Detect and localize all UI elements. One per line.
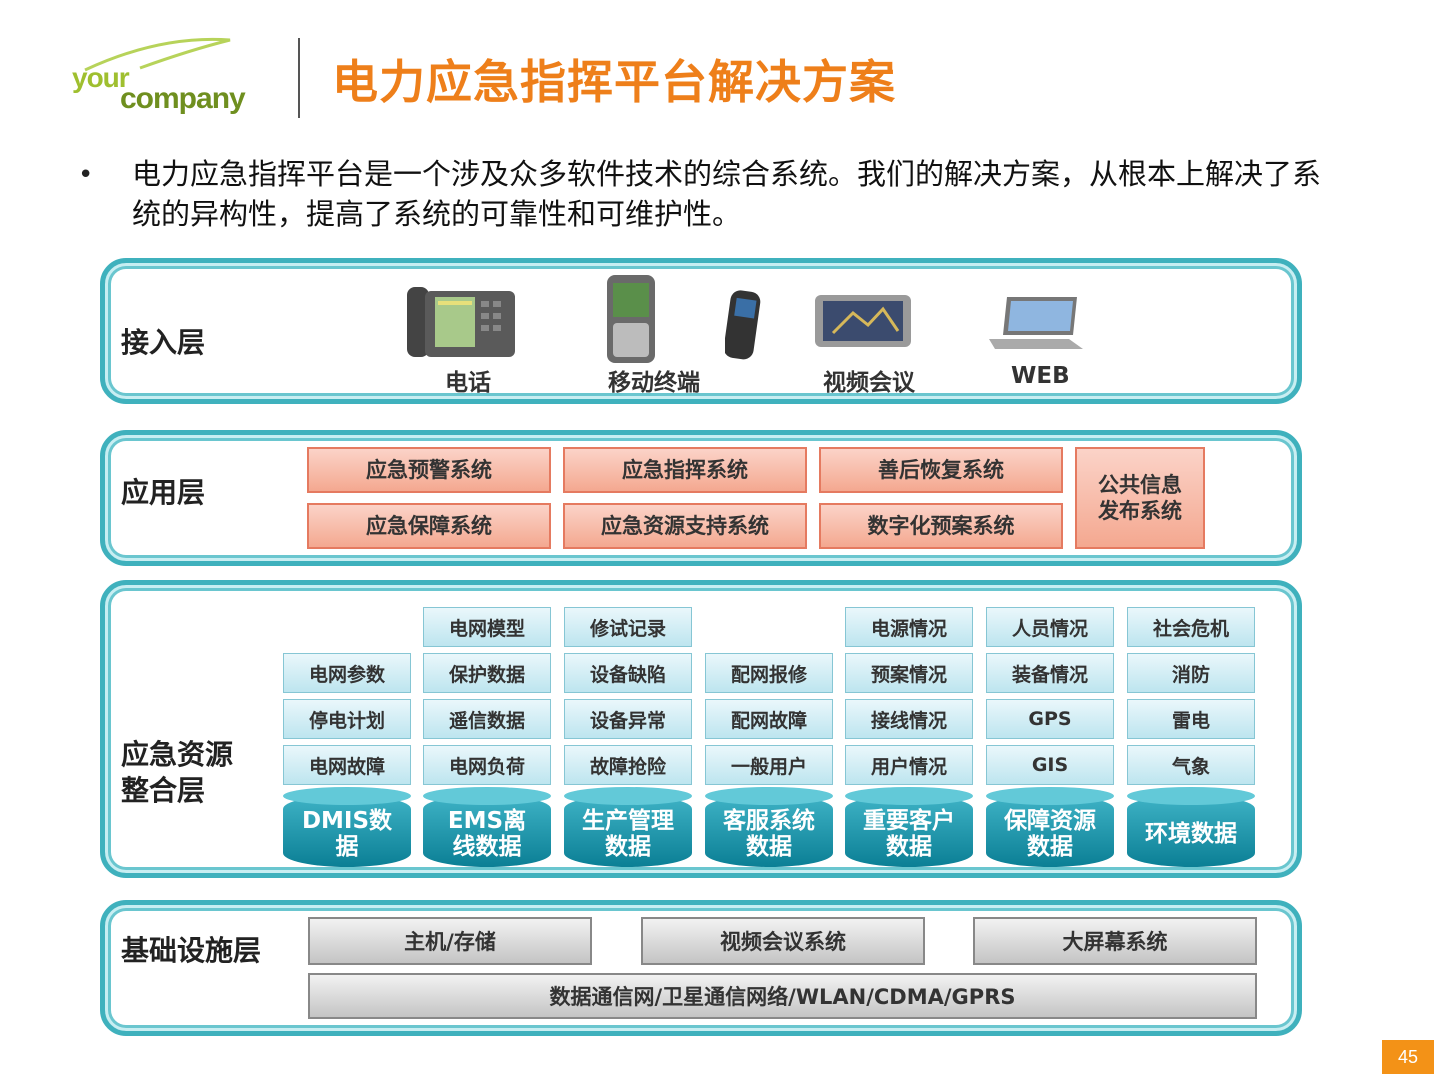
database-cylinder: 环境数据 (1127, 787, 1255, 867)
infrastructure-layer: 基础设施层 主机/存储 视频会议系统 大屏幕系统 数据通信网/卫星通信网络/WL… (100, 900, 1302, 1036)
resource-cell: 设备缺陷 (564, 653, 692, 693)
logo-company: company (120, 82, 246, 115)
resource-cell: 接线情况 (845, 699, 973, 739)
app-box-recovery: 善后恢复系统 (819, 447, 1063, 493)
database-cylinder-label: 重要客户数据 (863, 808, 955, 860)
resource-cell: 保护数据 (423, 653, 551, 693)
database-cylinder-label: 保障资源数据 (1004, 808, 1096, 860)
access-layer-label: 接入层 (121, 326, 206, 359)
database-cylinder: 生产管理数据 (564, 787, 692, 867)
app-box-resource: 应急资源支持系统 (563, 503, 807, 549)
flip-phone-icon (725, 290, 761, 360)
header-divider (298, 38, 300, 118)
infra-box-host-storage: 主机/存储 (308, 917, 592, 965)
resource-cell: 设备异常 (564, 699, 692, 739)
resource-cell: 电源情况 (845, 607, 973, 647)
application-layer-label: 应用层 (121, 476, 206, 509)
resource-cell: 遥信数据 (423, 699, 551, 739)
smartphone-icon (607, 275, 655, 363)
application-layer: 应用层 应急预警系统 应急指挥系统 善后恢复系统 应急保障系统 应急资源支持系统… (100, 430, 1302, 566)
resource-cell: 人员情况 (986, 607, 1114, 647)
resource-layer: 应急资源整合层 电网参数停电计划电网故障 DMIS数据 电网模型保护数据遥信数据电网… (100, 580, 1302, 878)
resource-cell: 预案情况 (845, 653, 973, 693)
page-number: 45 (1382, 1040, 1434, 1074)
infra-box-video-system: 视频会议系统 (641, 917, 925, 965)
app-box-support: 应急保障系统 (307, 503, 551, 549)
database-cylinder: 重要客户数据 (845, 787, 973, 867)
page-title: 电力应急指挥平台解决方案 (332, 55, 896, 109)
database-cylinder-label: EMS离线数据 (447, 808, 527, 860)
device-label-web: WEB (1011, 363, 1070, 389)
resource-cell: 配网故障 (705, 699, 833, 739)
video-conference-icon (815, 295, 911, 347)
resource-cell: 雷电 (1127, 699, 1255, 739)
device-label-video: 视频会议 (823, 370, 915, 396)
resource-cell: 电网模型 (423, 607, 551, 647)
app-box-command: 应急指挥系统 (563, 447, 807, 493)
bullet-marker: • (78, 160, 94, 190)
database-cylinder-label: DMIS数据 (301, 808, 393, 860)
resource-cell: 一般用户 (705, 745, 833, 785)
resource-layer-label: 应急资源整合层 (121, 737, 261, 809)
resource-cell: 故障抢险 (564, 745, 692, 785)
device-label-mobile: 移动终端 (608, 370, 700, 396)
database-cylinder: 客服系统数据 (705, 787, 833, 867)
intro-text: 电力应急指挥平台是一个涉及众多软件技术的综合系统。我们的解决方案，从根本上解决了… (132, 157, 1322, 231)
resource-cell: 用户情况 (845, 745, 973, 785)
resource-cell: 电网故障 (283, 745, 411, 785)
laptop-icon (989, 297, 1083, 349)
database-cylinder-label: 生产管理数据 (582, 808, 674, 860)
database-cylinder-label: 客服系统数据 (723, 808, 815, 860)
access-layer: 接入层 电话 移动终端 视频会议 WEB (100, 258, 1302, 404)
device-label-phone: 电话 (445, 370, 491, 396)
app-box-publish: 公共信息发布系统 (1075, 447, 1205, 549)
resource-cell: 停电计划 (283, 699, 411, 739)
resource-cell: 电网参数 (283, 653, 411, 693)
desk-phone-icon (407, 287, 515, 357)
app-box-plan: 数字化预案系统 (819, 503, 1063, 549)
database-cylinder: EMS离线数据 (423, 787, 551, 867)
resource-cell: GPS (986, 699, 1114, 739)
resource-cell: 修试记录 (564, 607, 692, 647)
database-cylinder: DMIS数据 (283, 787, 411, 867)
resource-cell: GIS (986, 745, 1114, 785)
database-cylinder: 保障资源数据 (986, 787, 1114, 867)
resource-layer-label-text: 应急资源整合层 (121, 738, 234, 807)
resource-cell: 社会危机 (1127, 607, 1255, 647)
infrastructure-layer-label: 基础设施层 (121, 934, 262, 967)
logo-swoosh-icon (84, 37, 231, 72)
resource-cell: 气象 (1127, 745, 1255, 785)
infra-box-network: 数据通信网/卫星通信网络/WLAN/CDMA/GPRS (308, 973, 1257, 1019)
resource-cell: 配网报修 (705, 653, 833, 693)
resource-cell: 消防 (1127, 653, 1255, 693)
database-cylinder-label: 环境数据 (1145, 821, 1237, 847)
logo-your: your (72, 62, 130, 93)
infra-box-big-screen: 大屏幕系统 (973, 917, 1257, 965)
resource-cell: 电网负荷 (423, 745, 551, 785)
app-box-warning: 应急预警系统 (307, 447, 551, 493)
resource-cell: 装备情况 (986, 653, 1114, 693)
